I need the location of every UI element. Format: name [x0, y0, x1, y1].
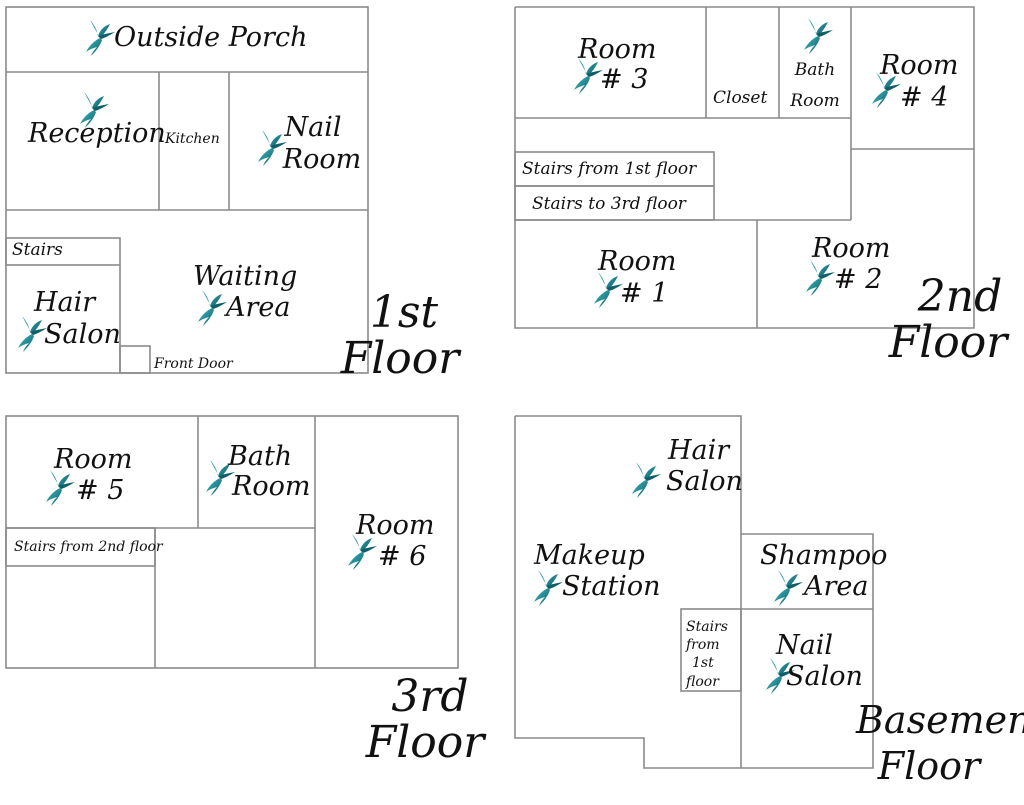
floor-title-2nd: 2nd Floor: [880, 271, 1016, 369]
hummingbird-icon: [768, 566, 804, 606]
room-label-room2-line1: Room: [812, 233, 891, 264]
hummingbird-icon: [12, 312, 48, 352]
stairs-line4: floor: [686, 673, 719, 690]
room-label-room6-line1: Room: [356, 510, 435, 541]
floor-title-3rd: 3rd Floor: [360, 671, 490, 769]
room-label-bath-line2: Room: [790, 91, 840, 111]
floor-title-3rd-line1: 3rd: [391, 671, 469, 722]
room-label-nail-room-line2: Room: [282, 144, 362, 175]
room-label-reception: Reception: [28, 118, 166, 149]
room-label-nail-salon-line2: Salon: [786, 661, 863, 692]
hummingbird-icon: [80, 16, 116, 56]
room-label-room5-line1: Room: [54, 444, 133, 475]
room-label-bath-room-line1: Bath: [228, 441, 293, 472]
floor-title-3rd-line2: Floor: [365, 717, 485, 769]
stairs-line1: Stairs: [686, 619, 728, 635]
room-label-waiting-area-line1: Waiting: [193, 261, 298, 292]
room-label-room4-line1: Room: [880, 50, 959, 81]
hummingbird-icon: [528, 566, 564, 606]
room-label-kitchen: Kitchen: [165, 131, 220, 147]
hummingbird-icon: [626, 458, 662, 498]
room-label-hair-salon-line1: Hair: [34, 287, 96, 318]
room-label-room6-line2: # 6: [378, 541, 427, 572]
room-label-stairs: Stairs: [12, 240, 63, 260]
room-label-closet: Closet: [713, 88, 768, 108]
hummingbird-icon: [798, 14, 834, 54]
room-label-room3-line1: Room: [578, 34, 657, 65]
floor-title-2nd-line1: 2nd: [917, 271, 1003, 322]
room-label-stairs-from-2nd: Stairs from 2nd floor: [14, 539, 163, 555]
floor-title-2nd-line2: Floor: [888, 317, 1008, 369]
floor-title-basement-line2: Floor: [877, 743, 981, 788]
room-label-room1-line2: # 1: [620, 278, 669, 309]
stairs-line3: 1st: [692, 655, 714, 672]
basement-walls: [514, 415, 874, 769]
room-label-makeup-line1: Makeup: [534, 540, 645, 571]
stairs-line2: from: [686, 637, 720, 654]
floor3-walls: [5, 415, 459, 669]
floor-title-basement-line1: Basement: [856, 698, 1024, 742]
room-label-hair-salon-line2: Salon: [666, 466, 743, 497]
floor2-walls: [514, 6, 975, 329]
room-label-stairs-from-1st: Stairs from 1st floor: [522, 159, 697, 179]
room-label-bath-line1: Bath: [794, 60, 836, 80]
room-label-waiting-area-line2: Area: [226, 292, 291, 323]
room-label-outside-porch: Outside Porch: [114, 22, 308, 53]
room-label-room5-line2: # 5: [76, 475, 125, 506]
room-label-shampoo-line1: Shampoo: [760, 540, 888, 571]
room-label-hair-salon-line1: Hair: [668, 435, 730, 466]
floor-title-1st: 1st Floor: [340, 287, 460, 385]
room-label-nail-salon-line1: Nail: [776, 630, 833, 661]
room-label-stairs-from-1st: Stairs from 1st floor: [686, 618, 728, 691]
floor-title-1st-line2: Floor: [340, 333, 460, 385]
room-label-nail-room-line1: Nail: [284, 112, 342, 143]
floor-title-basement: Basement Floor: [856, 698, 1024, 789]
room-label-room1-line1: Room: [598, 246, 677, 277]
hummingbird-icon: [192, 286, 228, 326]
room-label-bath-room-line2: Room: [232, 471, 311, 502]
floor-title-1st-line1: 1st: [369, 287, 439, 338]
room-label-hair-salon-line2: Salon: [44, 319, 121, 350]
room-label-room3-line2: # 3: [600, 64, 649, 95]
room-label-room2-line2: # 2: [834, 264, 883, 295]
room-label-front-door: Front Door: [154, 356, 233, 372]
room-label-makeup-line2: Station: [562, 571, 661, 602]
room-label-shampoo-line2: Area: [804, 571, 869, 602]
floor1-walls: [5, 6, 369, 374]
room-label-room4-line2: # 4: [900, 82, 949, 113]
room-label-stairs-to-3rd: Stairs to 3rd floor: [532, 194, 686, 214]
